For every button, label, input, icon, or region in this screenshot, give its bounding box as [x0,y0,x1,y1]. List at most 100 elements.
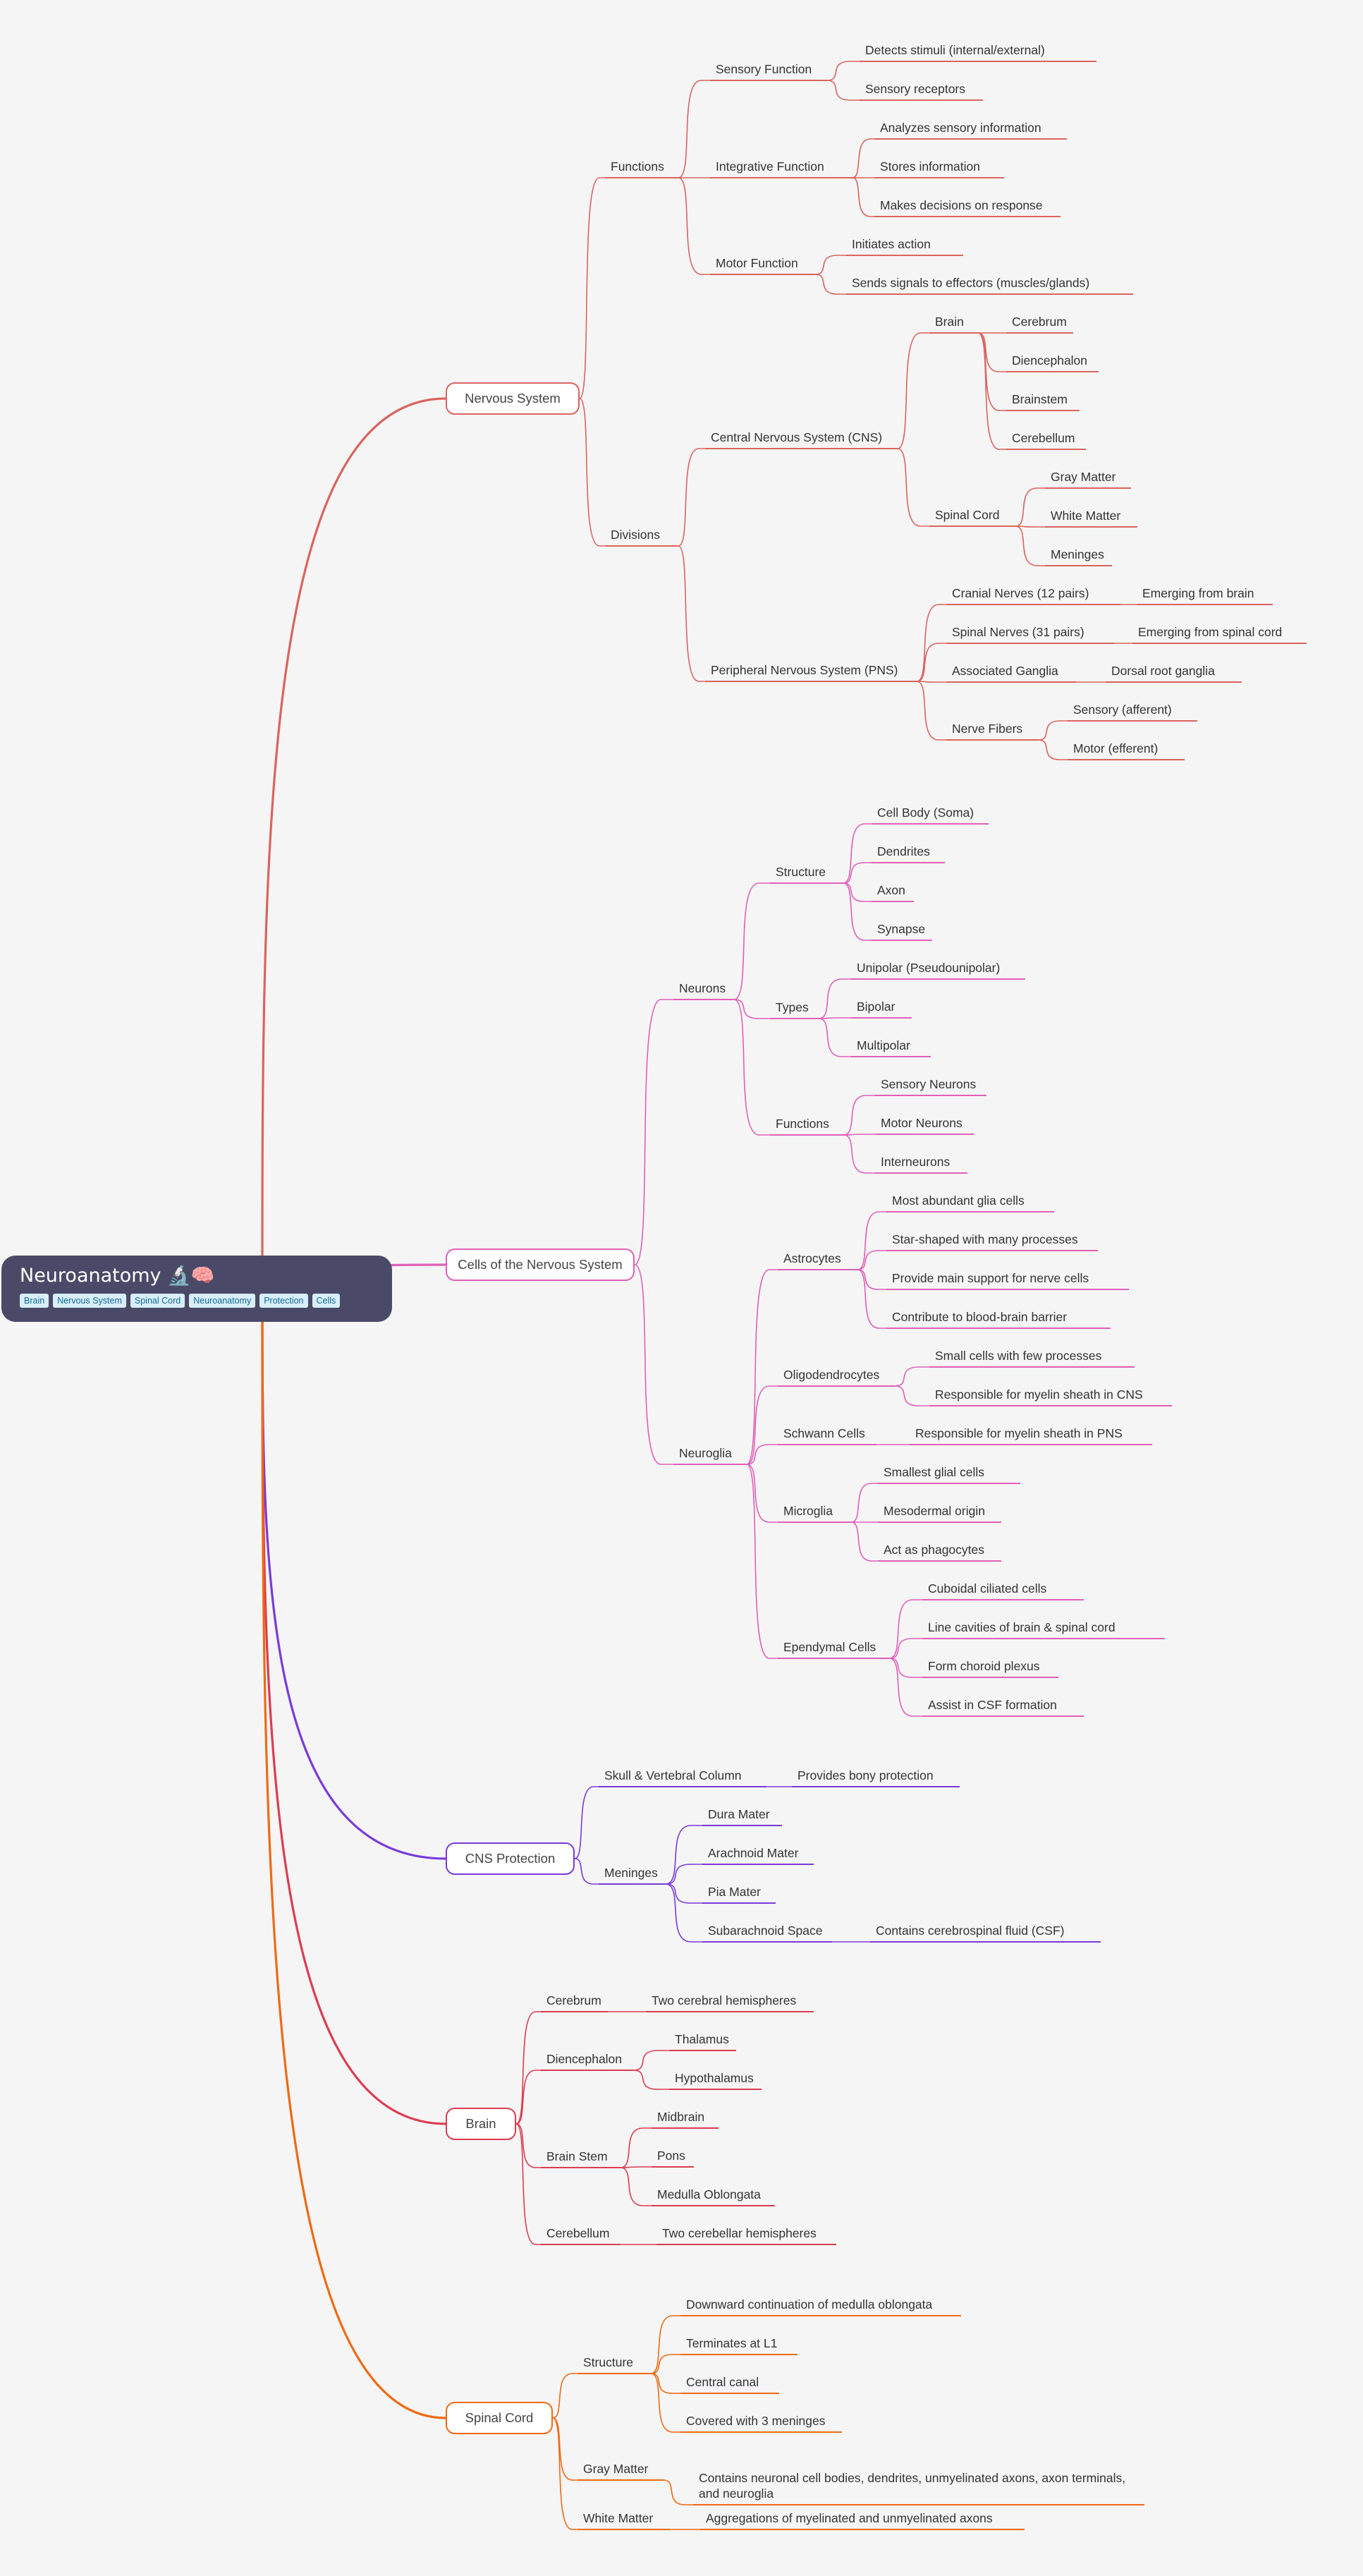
branch-node[interactable]: Nervous System [446,382,580,415]
topic-node[interactable]: Dendrites [877,844,930,858]
topic-node[interactable]: Sensory Neurons [881,1077,977,1091]
branch-node[interactable]: CNS Protection [446,1842,575,1875]
topic-node[interactable]: Cell Body (Soma) [877,806,974,820]
topic-node[interactable]: Midbrain [657,2110,705,2124]
topic-node[interactable]: Brain [935,315,964,329]
topic-node[interactable]: Motor Neurons [881,1116,962,1130]
topic-node[interactable]: Neurons [679,981,726,995]
topic-node[interactable]: Brain Stem [546,2149,608,2163]
topic-node[interactable]: Form choroid plexus [928,1659,1040,1673]
topic-node[interactable]: Oligodendrocytes [783,1368,880,1382]
topic-node[interactable]: Spinal Nerves (31 pairs) [952,625,1084,639]
topic-node[interactable]: Gray Matter [1051,470,1116,484]
branch-node[interactable]: Spinal Cord [446,2402,553,2434]
topic-node[interactable]: Dorsal root ganglia [1111,664,1215,678]
topic-node[interactable]: Mesodermal origin [884,1504,985,1518]
topic-node[interactable]: Cerebellum [1012,431,1075,445]
topic-node[interactable]: Responsible for myelin sheath in CNS [935,1387,1143,1402]
topic-node[interactable]: Diencephalon [1012,353,1088,367]
topic-node[interactable]: Sensory receptors [865,82,966,96]
tag[interactable]: Spinal Cord [130,1294,185,1308]
topic-node[interactable]: Integrative Function [716,159,824,174]
topic-node[interactable]: Pons [657,2149,685,2163]
topic-node[interactable]: Multipolar [857,1038,910,1052]
topic-node[interactable]: Dura Mater [708,1807,770,1821]
root-node[interactable]: Neuroanatomy 🔬🧠 Brain Nervous System Spi… [1,1256,392,1322]
tag[interactable]: Brain [20,1294,49,1308]
topic-node[interactable]: White Matter [1051,509,1121,523]
topic-node[interactable]: Thalamus [675,2032,729,2046]
topic-node[interactable]: Stores information [880,159,981,174]
topic-node[interactable]: Functions [776,1117,829,1131]
tag[interactable]: Nervous System [53,1294,126,1308]
topic-node[interactable]: Interneurons [881,1155,951,1169]
topic-node[interactable]: Covered with 3 meninges [686,2414,826,2428]
topic-node[interactable]: Assist in CSF formation [928,1698,1057,1712]
topic-node[interactable]: Downward continuation of medulla oblonga… [686,2297,933,2311]
topic-node[interactable]: Bipolar [857,1000,896,1014]
topic-node[interactable]: Gray Matter [583,2462,649,2476]
topic-node[interactable]: Structure [776,865,826,879]
tag[interactable]: Protection [259,1294,308,1308]
topic-node[interactable]: Star-shaped with many processes [892,1232,1078,1246]
topic-node[interactable]: Meninges [604,1866,658,1880]
tag[interactable]: Neuroanatomy [189,1294,256,1308]
topic-node[interactable]: Most abundant glia cells [892,1193,1025,1208]
topic-node[interactable]: Synapse [877,922,926,936]
topic-node[interactable]: Responsible for myelin sheath in PNS [915,1426,1123,1440]
topic-node[interactable]: Cerebellum [546,2226,610,2240]
topic-node[interactable]: Makes decisions on response [880,198,1043,212]
topic-node[interactable]: Emerging from brain [1142,586,1254,600]
topic-node[interactable]: Cranial Nerves (12 pairs) [952,586,1089,600]
topic-node[interactable]: Arachnoid Mater [708,1846,799,1860]
topic-node[interactable]: Central Nervous System (CNS) [711,430,883,444]
topic-node[interactable]: Contains neuronal cell bodies, dendrites… [699,2471,1126,2501]
topic-node[interactable]: Contains cerebrospinal fluid (CSF) [876,1924,1065,1938]
topic-node[interactable]: Peripheral Nervous System (PNS) [711,663,898,677]
topic-node[interactable]: Microglia [783,1504,833,1518]
topic-node[interactable]: Aggregations of myelinated and unmyelina… [706,2511,993,2525]
topic-node[interactable]: Medulla Oblongata [657,2187,761,2201]
topic-node[interactable]: Provides bony protection [797,1768,934,1782]
topic-node[interactable]: Neuroglia [679,1446,732,1460]
topic-node[interactable]: Emerging from spinal cord [1138,625,1283,639]
topic-node[interactable]: Nerve Fibers [952,722,1023,736]
topic-node[interactable]: Line cavities of brain & spinal cord [928,1620,1116,1634]
topic-node[interactable]: Types [776,1000,809,1014]
topic-node[interactable]: Sensory (afferent) [1073,703,1172,717]
topic-node[interactable]: Skull & Vertebral Column [604,1768,742,1782]
topic-node[interactable]: Detects stimuli (internal/external) [865,43,1045,57]
topic-node[interactable]: Sensory Function [716,62,812,76]
topic-node[interactable]: Analyzes sensory information [880,121,1041,135]
topic-node[interactable]: Axon [877,883,905,897]
topic-node[interactable]: Unipolar (Pseudounipolar) [857,961,1001,975]
topic-node[interactable]: Diencephalon [546,2052,623,2066]
topic-node[interactable]: Cerebrum [1012,315,1067,329]
topic-node[interactable]: Cuboidal ciliated cells [928,1581,1047,1596]
topic-node[interactable]: Cerebrum [546,1993,601,2007]
tag[interactable]: Cells [312,1294,341,1308]
topic-node[interactable]: Contribute to blood-brain barrier [892,1310,1068,1324]
topic-node[interactable]: Ependymal Cells [783,1640,876,1654]
topic-node[interactable]: Sends signals to effectors (muscles/glan… [852,276,1090,290]
topic-node[interactable]: Astrocytes [783,1251,841,1265]
topic-node[interactable]: Small cells with few processes [935,1349,1102,1363]
topic-node[interactable]: Schwann Cells [783,1426,865,1440]
topic-node[interactable]: Terminates at L1 [686,2336,778,2350]
topic-node[interactable]: Spinal Cord [935,508,1000,522]
topic-node[interactable]: Provide main support for nerve cells [892,1271,1089,1285]
topic-node[interactable]: Hypothalamus [675,2071,754,2085]
topic-node[interactable]: Structure [583,2355,633,2369]
topic-node[interactable]: Brainstem [1012,392,1068,406]
topic-node[interactable]: Motor (efferent) [1073,741,1159,755]
topic-node[interactable]: Act as phagocytes [884,1543,984,1557]
topic-node[interactable]: Associated Ganglia [952,664,1058,678]
topic-node[interactable]: Initiates action [852,237,931,251]
topic-node[interactable]: Two cerebellar hemispheres [662,2226,817,2240]
branch-node[interactable]: Brain [446,2108,516,2140]
topic-node[interactable]: Two cerebral hemispheres [652,1993,797,2007]
topic-node[interactable]: White Matter [583,2511,654,2525]
topic-node[interactable]: Motor Function [716,256,798,270]
topic-node[interactable]: Functions [611,159,664,174]
topic-node[interactable]: Subarachnoid Space [708,1924,823,1938]
